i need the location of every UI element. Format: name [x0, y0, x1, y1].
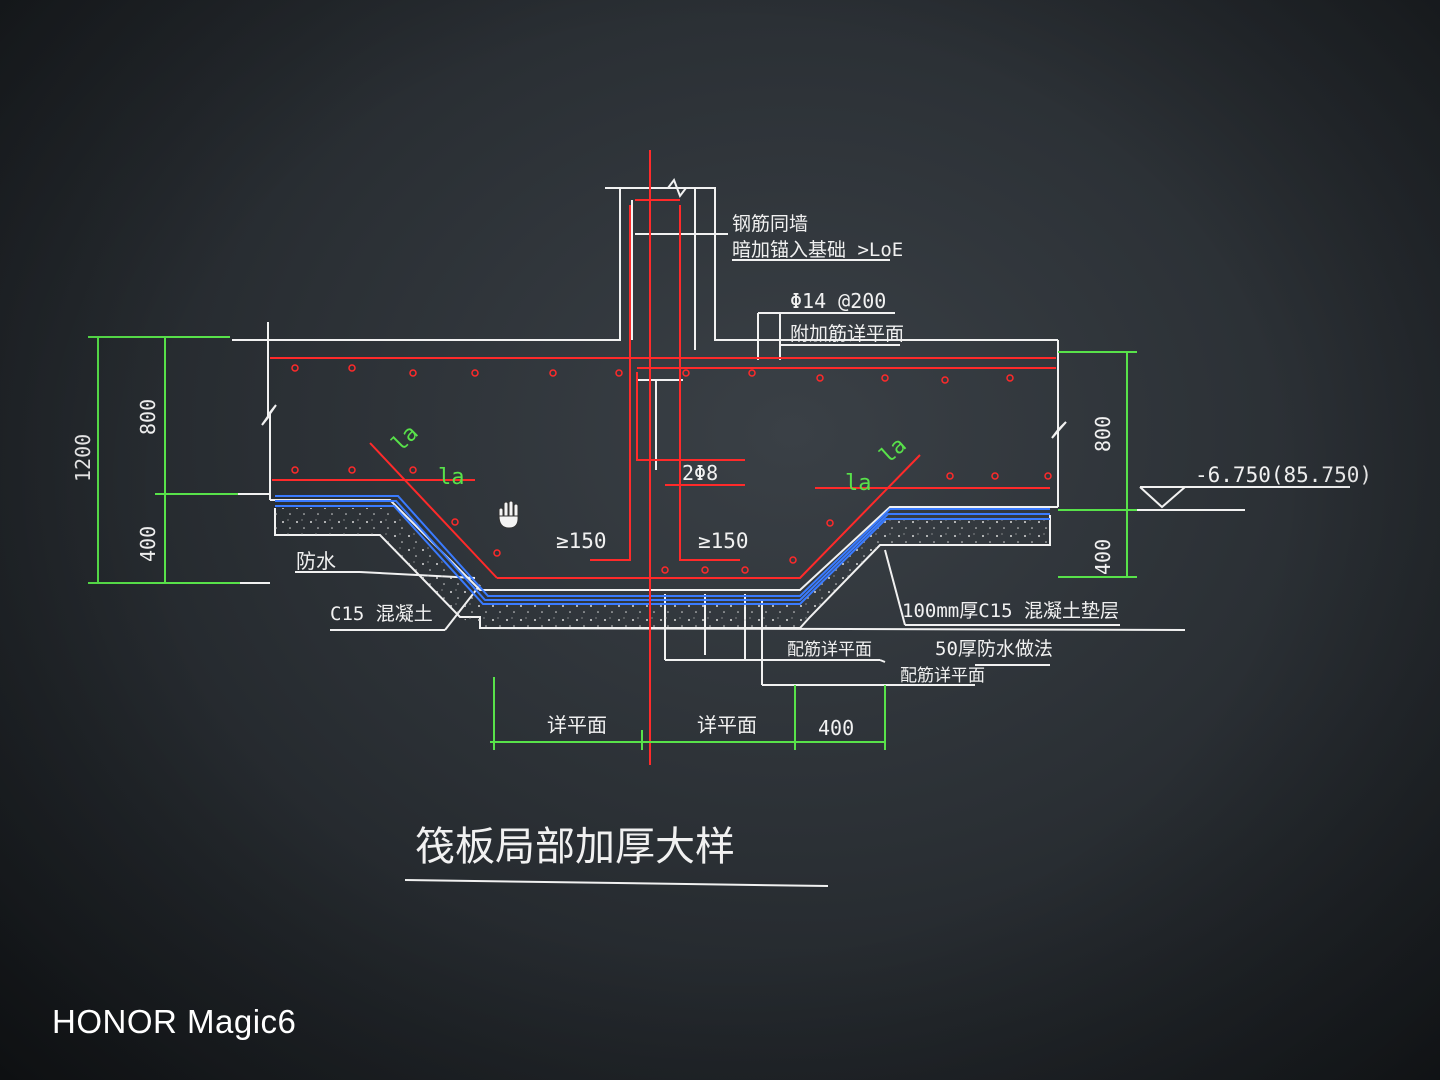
stirrup-label: 2Φ8: [682, 461, 718, 485]
drawing-title: 筏板局部加厚大样: [415, 824, 735, 870]
rebar-spec: Φ14 @200: [790, 289, 886, 313]
la-label-4: la: [875, 433, 911, 469]
elevation-label: -6.750(85.750): [1195, 463, 1372, 487]
hand-cursor-icon: [498, 500, 519, 529]
rebar: [270, 150, 1056, 765]
wall-note-line2: 暗加锚入基础 >LoE: [732, 239, 903, 261]
rebar-plan-label-1: 配筋详平面: [787, 640, 872, 660]
cushion-hatch: [275, 508, 1050, 628]
c15-label: C15 混凝土: [330, 603, 433, 625]
wall-note-line1: 钢筋同墙: [732, 213, 808, 235]
la-label-2: la: [438, 465, 465, 490]
dim-bottom-left: 详平面: [547, 713, 607, 737]
waterproof-label: 防水: [296, 549, 336, 573]
dim-bottom-mid: 详平面: [697, 713, 757, 737]
dim-bottom-right: 400: [818, 716, 854, 740]
cushion-label: 100mm厚C15 混凝土垫层: [902, 600, 1119, 622]
min-150-right: ≥150: [698, 529, 749, 553]
dim-right-lower: 400: [1091, 539, 1115, 575]
dim-left-total: 1200: [71, 434, 95, 482]
rebar-plan-label-2: 配筋详平面: [900, 666, 985, 686]
camera-watermark: HONOR Magic6: [52, 1003, 297, 1040]
rebar-note: 附加筋详平面: [790, 323, 904, 345]
min-150-left: ≥150: [556, 529, 607, 553]
la-label-1: la: [387, 421, 423, 457]
dim-left-lower: 400: [136, 526, 160, 562]
la-label-3: la: [845, 471, 872, 496]
dim-right-upper: 800: [1091, 416, 1115, 452]
waterproof-layer: [275, 495, 1050, 605]
dim-left-upper: 800: [136, 399, 160, 435]
rebar-dots: [291, 364, 1052, 574]
waterproof-method-label: 50厚防水做法: [935, 638, 1053, 660]
dimensions: [88, 336, 1137, 750]
